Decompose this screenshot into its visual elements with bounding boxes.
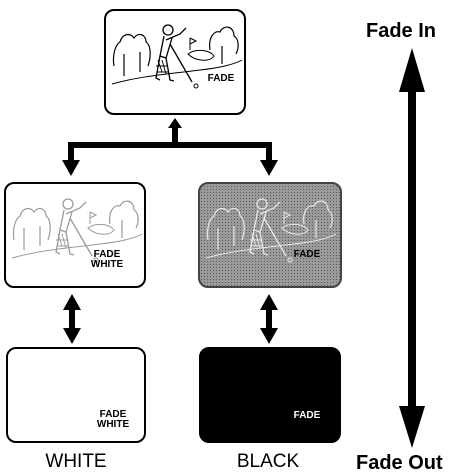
- frame-bottom-right: [199, 347, 341, 443]
- caption-white: WHITE: [45, 451, 107, 472]
- frame-bottom-left: [6, 347, 146, 443]
- fade-in-label: Fade In: [366, 20, 437, 42]
- frame-top: [104, 9, 246, 115]
- frame-middle-left: [4, 182, 146, 288]
- arrow-left-middle-bottom: [63, 294, 81, 344]
- frame-middle-right: [198, 182, 342, 288]
- frame-bottom-left-label-line2: WHITE: [96, 419, 130, 430]
- frame-middle-left-label-line1: FADE: [93, 249, 121, 260]
- split-connector: [62, 118, 278, 176]
- frame-middle-right-label: FADE: [293, 249, 321, 260]
- arrow-right-middle-bottom: [260, 294, 278, 344]
- fade-axis-arrow: [399, 48, 425, 448]
- frame-bottom-right-label: FADE: [293, 410, 321, 421]
- frame-middle-left-label-line2: WHITE: [90, 259, 124, 270]
- frame-bottom-left-label-line1: FADE: [99, 409, 127, 420]
- fade-out-label: Fade Out: [356, 452, 443, 474]
- frame-top-label: FADE: [207, 73, 235, 84]
- caption-black: BLACK: [236, 451, 300, 472]
